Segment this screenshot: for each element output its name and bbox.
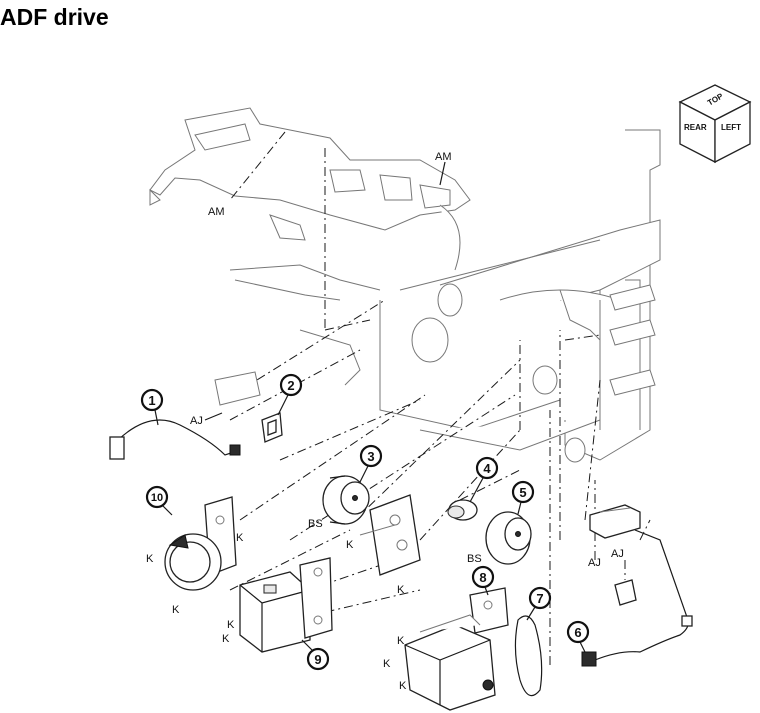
callout-8: 8 <box>471 565 495 596</box>
aj-bracket <box>214 371 261 406</box>
label-k-10: K <box>399 680 407 692</box>
main-frame <box>229 129 661 463</box>
svg-text:3: 3 <box>367 449 374 464</box>
label-k-3: K <box>172 604 180 616</box>
cube-rear-label: REAR <box>684 123 707 132</box>
label-am-left: AM <box>208 206 225 218</box>
part-8-bracket <box>469 587 509 634</box>
label-k-2: K <box>146 553 154 565</box>
label-k-5: K <box>397 584 405 596</box>
svg-text:7: 7 <box>536 591 543 606</box>
svg-text:10: 10 <box>151 492 163 504</box>
label-k-9: K <box>383 658 391 670</box>
part-1-cable <box>109 419 241 460</box>
part-5-motor <box>485 511 532 565</box>
center-bracket <box>359 494 421 576</box>
callout-1: 1 <box>140 388 164 426</box>
orientation-cube: TOP REAR LEFT <box>678 84 752 164</box>
right-sensor-assembly <box>589 504 641 606</box>
part-2-sensor <box>261 412 283 443</box>
label-bs-3: BS <box>308 518 323 530</box>
callout-9: 9 <box>301 639 330 671</box>
callout-3: 3 <box>359 444 383 483</box>
label-k-6: K <box>227 619 235 631</box>
label-bs-5: BS <box>467 553 482 565</box>
svg-text:4: 4 <box>483 461 491 476</box>
svg-text:1: 1 <box>148 393 155 408</box>
svg-text:6: 6 <box>574 625 581 640</box>
leader-lines <box>224 131 651 665</box>
label-k-8: K <box>397 635 405 647</box>
label-aj-right-2: AJ <box>611 548 624 560</box>
label-aj-left: AJ <box>190 415 203 427</box>
svg-text:2: 2 <box>287 378 294 393</box>
part-10-motor-bracket <box>164 496 237 591</box>
part-6-cable <box>581 529 693 667</box>
callout-6: 6 <box>566 620 590 653</box>
part-3-motor <box>322 475 370 525</box>
cube-left-label: LEFT <box>721 123 741 132</box>
callout-2: 2 <box>277 373 303 416</box>
svg-text:8: 8 <box>479 570 486 585</box>
callout-7: 7 <box>526 586 552 621</box>
callout-5: 5 <box>511 480 535 515</box>
label-k-4: K <box>346 539 354 551</box>
label-aj-right-1: AJ <box>588 557 601 569</box>
part-4-pulley <box>447 499 478 521</box>
page-title: ADF drive <box>0 4 109 30</box>
diagram-labels: AM AM AJ AJ AJ BS BS K K K K K K K K K K <box>146 151 624 692</box>
svg-text:9: 9 <box>314 652 321 667</box>
lower-drive-unit <box>404 614 496 711</box>
part-9-gearbox <box>239 557 333 653</box>
svg-text:5: 5 <box>519 485 526 500</box>
part-7-belt <box>514 615 543 697</box>
callout-10: 10 <box>145 485 173 516</box>
label-k-1: K <box>236 532 244 544</box>
label-am-top: AM <box>435 151 452 163</box>
upper-frame-assembly <box>149 107 471 271</box>
label-k-7: K <box>222 633 230 645</box>
callout-4: 4 <box>469 456 499 503</box>
